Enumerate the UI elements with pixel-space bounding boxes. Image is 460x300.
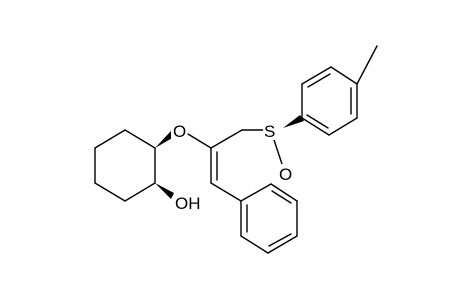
bond-tol-2 [301,66,332,85]
wedge-bond-hydroxyl [155,183,174,199]
ether-oxygen-label: O [173,122,186,141]
bond-alkene-phenyl [210,182,242,202]
bond-ph-1 [240,183,272,202]
bond-tol-inner-3 [306,114,329,129]
bond-ring-1 [124,129,156,149]
bond-ph-5 [240,235,269,254]
bond-ring-5 [124,182,156,202]
bond-tol-inner-1 [307,73,331,88]
label-bg-hydroxyl [174,193,202,211]
label-bg-sulfur [263,121,278,140]
atom-sulfur: S [263,121,278,141]
sulfoxide-oxygen-label: O [279,165,292,184]
bond-o-vinyl [187,133,212,149]
wedge-bond-ether [155,131,174,148]
label-bg-ether-o [171,121,187,139]
wedge-bond-s-tolyl [283,115,304,128]
bond-ph-inner-2 [268,233,292,247]
bond-methyl [356,45,378,85]
label-bg-sulfoxide-o [278,164,294,183]
hydroxyl-label: OH [175,194,201,213]
atom-hydroxyl: OH [174,193,202,213]
cyclohexane-ring [94,129,156,202]
bond-s-o [273,139,283,165]
tolyl-ring [301,66,358,136]
bond-ph-inner-1 [271,190,292,204]
bond-vinyl-ch2 [210,129,243,149]
bond-ph-2 [270,183,298,202]
bond-ring-2 [94,129,126,149]
bond-tol-3 [330,66,358,85]
bond-ph-4 [267,235,298,254]
phenyl-ring [240,183,298,254]
bond-tol-5 [328,117,358,136]
bond-ring-4 [94,182,126,202]
atom-ether-oxygen: O [171,121,187,141]
bond-tol-6 [301,117,330,136]
sulfur-label: S [264,122,275,141]
atom-sulfoxide-oxygen: O [278,164,294,184]
